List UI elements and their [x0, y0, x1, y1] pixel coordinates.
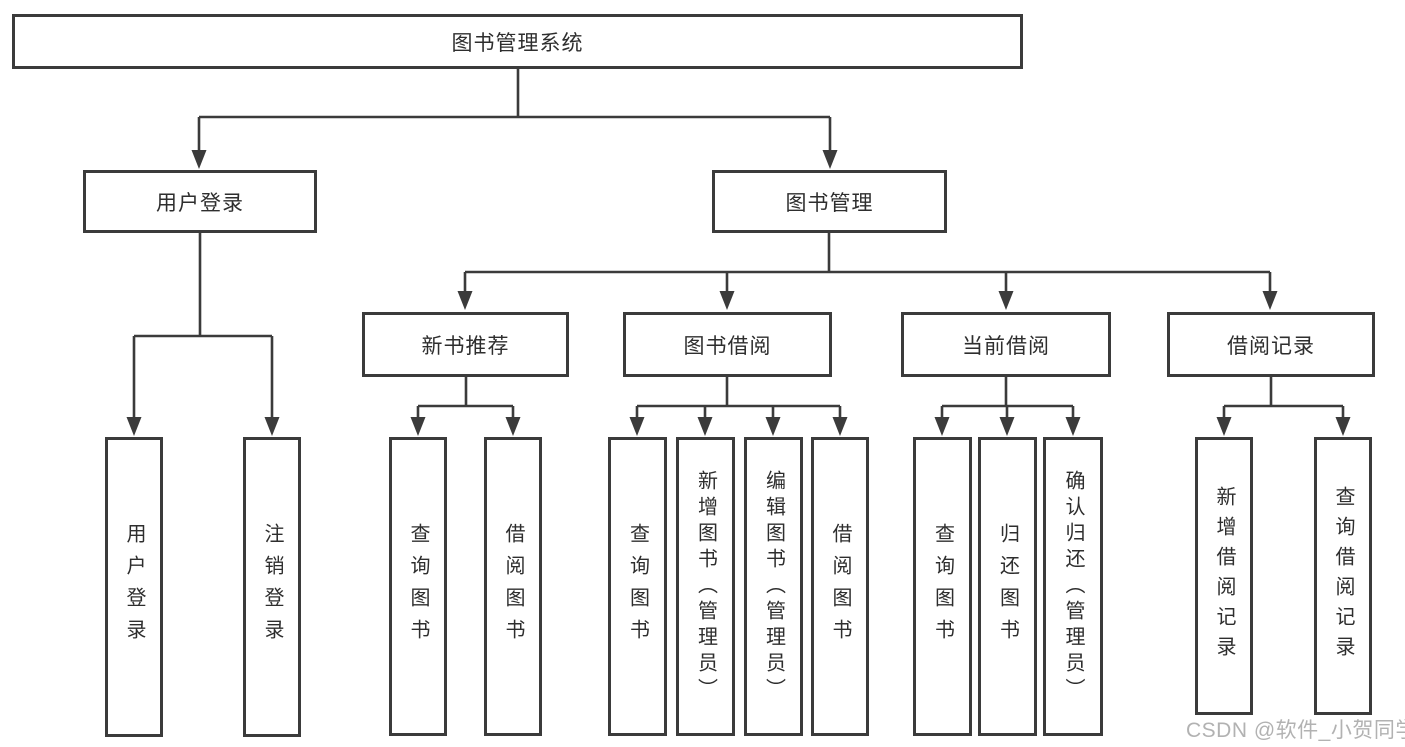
leaf-return-books: 归还图书	[978, 437, 1037, 736]
leaf-add-books-admin: 新增图书（管理员）	[676, 437, 735, 736]
node-current-borrowing-label: 当前借阅	[962, 334, 1050, 358]
leaf-query-books-current: 查询图书	[913, 437, 972, 736]
csdn-watermark: CSDN @软件_小贺同学	[1186, 719, 1405, 742]
node-borrowing-records: 借阅记录	[1167, 312, 1375, 377]
arrowheads	[126, 150, 1351, 436]
leaf-confirm-return-admin-label: 确认归还（管理员）	[1062, 469, 1084, 704]
leaf-borrow-books-recommend: 借阅图书	[484, 437, 542, 736]
node-user-login: 用户登录	[83, 170, 317, 233]
node-book-borrowing: 图书借阅	[623, 312, 832, 377]
leaf-user-login-label: 用户登录	[123, 523, 145, 651]
leaf-query-borrow-record-label: 查询借阅记录	[1332, 486, 1354, 666]
node-book-borrowing-label: 图书借阅	[683, 334, 772, 358]
node-user-login-label: 用户登录	[156, 191, 244, 215]
node-new-book-recommendation-label: 新书推荐	[421, 334, 510, 358]
leaf-add-borrow-record: 新增借阅记录	[1195, 437, 1253, 715]
node-current-borrowing: 当前借阅	[901, 312, 1111, 377]
leaf-logout-label: 注销登录	[261, 523, 283, 651]
leaf-logout: 注销登录	[243, 437, 301, 737]
leaf-return-books-label: 归还图书	[996, 522, 1019, 651]
leaf-query-books-recommend-label: 查询图书	[407, 522, 429, 651]
node-root-library-management-system: 图书管理系统	[12, 14, 1023, 69]
leaf-edit-books-admin-label: 编辑图书（管理员）	[762, 469, 785, 704]
leaf-user-login: 用户登录	[105, 437, 163, 737]
leaf-query-books-borrowing-label: 查询图书	[626, 522, 649, 651]
leaf-query-borrow-record: 查询借阅记录	[1314, 437, 1372, 715]
node-root-label: 图书管理系统	[451, 31, 584, 55]
leaf-query-books-recommend: 查询图书	[389, 437, 447, 736]
leaf-add-borrow-record-label: 新增借阅记录	[1213, 486, 1235, 666]
node-book-management-label: 图书管理	[785, 191, 874, 215]
leaf-borrow-books-label: 借阅图书	[829, 522, 851, 651]
node-new-book-recommendation: 新书推荐	[362, 312, 569, 377]
leaf-query-books-current-label: 查询图书	[931, 522, 954, 651]
leaf-borrow-books: 借阅图书	[811, 437, 869, 736]
node-borrowing-records-label: 借阅记录	[1227, 334, 1315, 358]
leaf-query-books-borrowing: 查询图书	[608, 437, 667, 736]
leaf-confirm-return-admin: 确认归还（管理员）	[1043, 437, 1103, 736]
leaf-borrow-books-recommend-label: 借阅图书	[502, 522, 524, 651]
leaf-edit-books-admin: 编辑图书（管理员）	[744, 437, 803, 736]
leaf-add-books-admin-label: 新增图书（管理员）	[694, 469, 717, 704]
node-book-management: 图书管理	[712, 170, 947, 233]
